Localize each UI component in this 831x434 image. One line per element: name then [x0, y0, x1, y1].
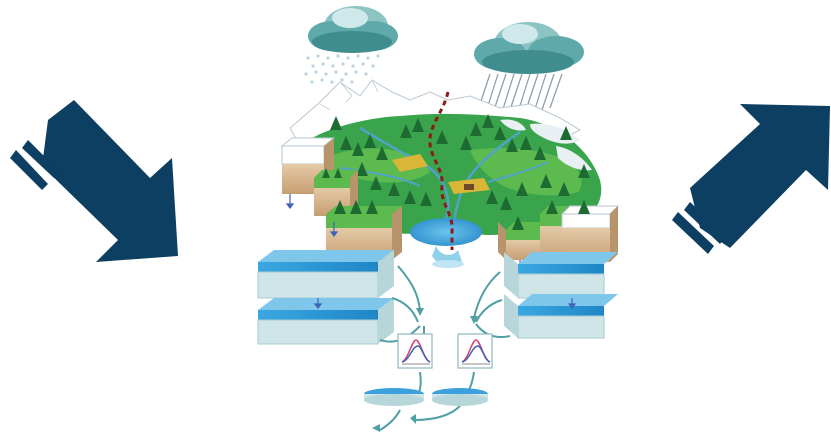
trees — [326, 114, 590, 210]
hydrograph-icon — [457, 333, 493, 369]
lake — [410, 218, 482, 246]
right-soil-columns — [498, 200, 620, 275]
hydrograph-icon — [397, 333, 433, 369]
flow-arrowheads — [372, 308, 478, 432]
flow-paths — [379, 265, 511, 431]
outflow-arrow-icon — [672, 104, 830, 254]
snow-cloud-icon — [304, 6, 398, 84]
right-reservoirs — [504, 252, 618, 339]
left-soil-columns — [280, 137, 402, 271]
inflow-arrow-icon — [10, 100, 178, 262]
left-reservoirs — [257, 250, 394, 345]
catchment-boundary — [428, 91, 454, 250]
rain-cloud-icon — [474, 22, 584, 113]
outlet-reservoirs — [364, 388, 488, 406]
